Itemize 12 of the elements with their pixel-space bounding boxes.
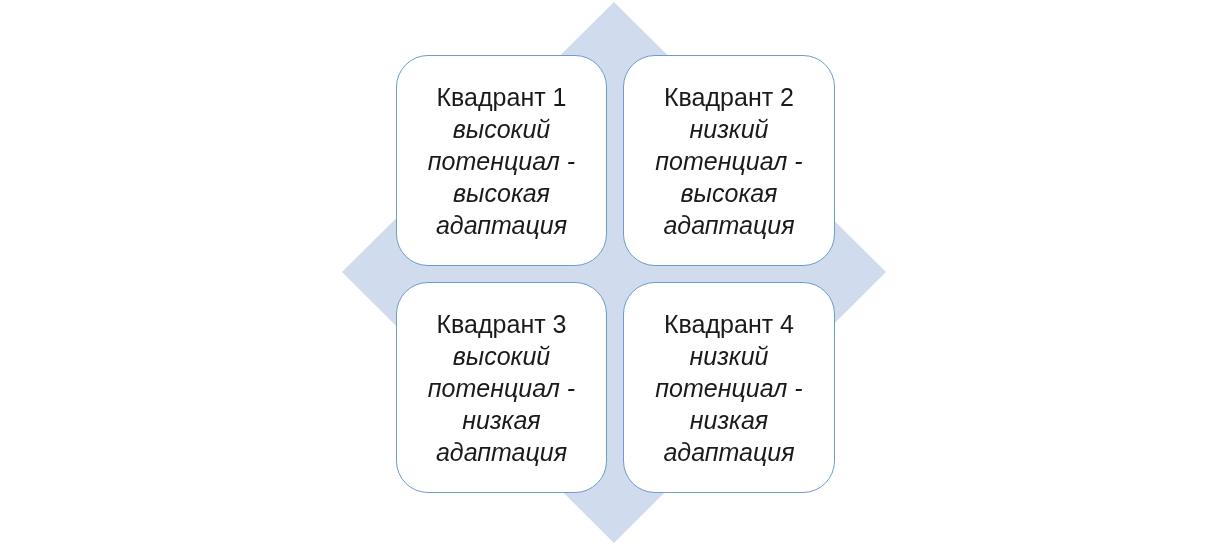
quadrant-heading: Квадрант 4 bbox=[664, 308, 794, 340]
quadrant-heading: Квадрант 1 bbox=[436, 81, 567, 113]
quadrant-box bbox=[396, 282, 607, 493]
quadrant-box bbox=[623, 282, 835, 493]
quadrant-description: высокий потенциал - высокая адаптация bbox=[426, 113, 577, 241]
quadrant-box bbox=[623, 55, 835, 266]
quadrant-box bbox=[396, 55, 607, 266]
quadrant-description: высокий потенциал - низкая адаптация bbox=[426, 340, 577, 468]
quadrant-heading: Квадрант 2 bbox=[664, 81, 794, 113]
quadrant-description: низкий потенциал - высокая адаптация bbox=[654, 113, 804, 241]
quadrant-description: низкий потенциал - низкая адаптация bbox=[654, 340, 804, 468]
quadrant-heading: Квадрант 3 bbox=[436, 308, 567, 340]
